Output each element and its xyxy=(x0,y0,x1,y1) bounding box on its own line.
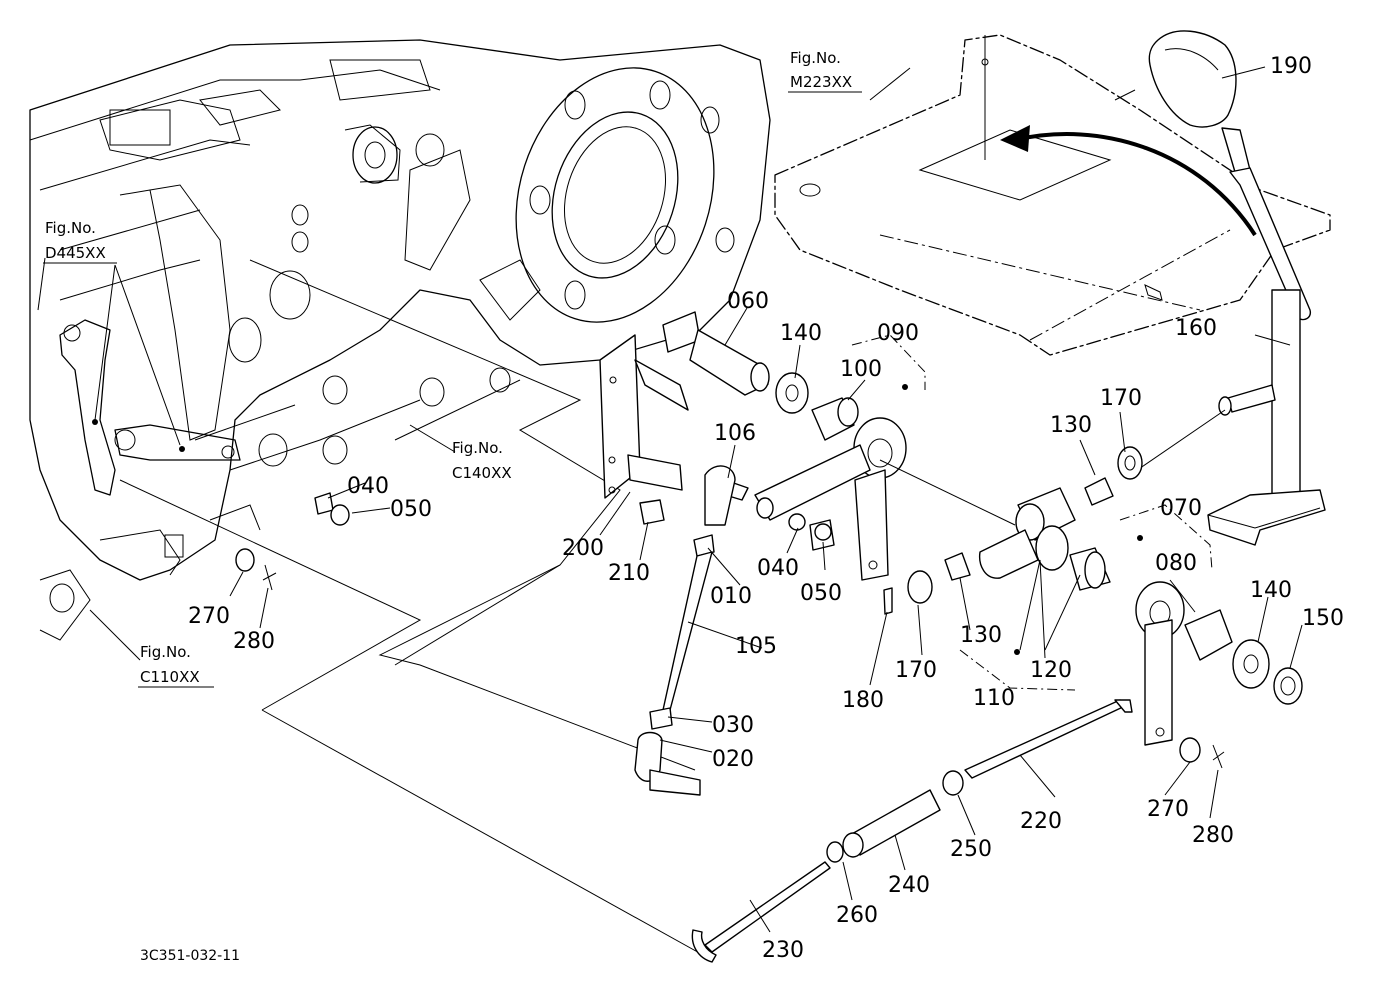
reference-leaders xyxy=(119,259,713,961)
part-label-100: 100 xyxy=(840,357,882,382)
part-label-260: 260 xyxy=(836,903,878,928)
part-label-220: 220 xyxy=(1020,809,1062,834)
part-label-170: 170 xyxy=(895,658,937,683)
group-brackets xyxy=(851,334,1213,691)
install-arrow xyxy=(1000,125,1257,237)
bracket-200 xyxy=(599,334,689,525)
part-number-labels: 190 160 060 140 090 100 170 130 106 070 … xyxy=(188,54,1344,963)
part-label-170: 170 xyxy=(1100,386,1142,411)
part-label-230: 230 xyxy=(762,938,804,963)
lever-070 xyxy=(1135,581,1303,769)
fig-ref-line2: M223XX xyxy=(790,73,852,91)
transmission-housing xyxy=(29,39,771,641)
part-label-105: 105 xyxy=(735,634,777,659)
leader-lines xyxy=(37,66,1303,933)
part-label-040: 040 xyxy=(347,474,389,499)
part-label-180: 180 xyxy=(842,688,884,713)
figure-ref-d445xx: Fig.No. D445XX xyxy=(43,219,117,264)
part-label-110: 110 xyxy=(973,686,1015,711)
part-label-280: 280 xyxy=(1192,823,1234,848)
figure-ref-m223xx: Fig.No. M223XX xyxy=(788,49,862,93)
operator-deck xyxy=(774,34,1331,356)
shaft-060 xyxy=(662,311,859,441)
part-label-130: 130 xyxy=(1050,413,1092,438)
part-label-280: 280 xyxy=(233,629,275,654)
fig-ref-line1: Fig.No. xyxy=(45,219,96,237)
part-label-270: 270 xyxy=(1147,797,1189,822)
group-dots xyxy=(92,384,1143,655)
part-label-140: 140 xyxy=(1250,578,1292,603)
part-label-070: 070 xyxy=(1160,496,1202,521)
rod-105 xyxy=(634,534,715,796)
part-label-130: 130 xyxy=(960,623,1002,648)
part-label-150: 150 xyxy=(1302,606,1344,631)
fig-ref-line2: C140XX xyxy=(452,464,512,482)
fig-ref-line2: D445XX xyxy=(45,244,106,262)
part-label-106: 106 xyxy=(714,421,756,446)
fig-ref-line1: Fig.No. xyxy=(140,643,191,661)
fig-ref-line1: Fig.No. xyxy=(452,439,503,457)
linkage-rods xyxy=(235,492,1133,963)
shift-lever xyxy=(1148,30,1326,546)
part-label-080: 080 xyxy=(1155,551,1197,576)
part-label-040: 040 xyxy=(757,556,799,581)
part-label-050: 050 xyxy=(390,497,432,522)
lever-090 xyxy=(704,417,907,581)
fig-ref-line1: Fig.No. xyxy=(790,49,841,67)
part-label-010: 010 xyxy=(710,584,752,609)
part-label-060: 060 xyxy=(727,289,769,314)
part-label-030: 030 xyxy=(712,713,754,738)
part-label-020: 020 xyxy=(712,747,754,772)
part-label-090: 090 xyxy=(877,321,919,346)
fig-ref-line2: C110XX xyxy=(140,668,200,686)
part-label-250: 250 xyxy=(950,837,992,862)
part-label-240: 240 xyxy=(888,873,930,898)
part-label-120: 120 xyxy=(1030,658,1072,683)
figure-ref-c140xx: Fig.No. C140XX xyxy=(452,439,512,482)
figure-ref-c110xx: Fig.No. C110XX xyxy=(138,643,214,688)
part-label-140: 140 xyxy=(780,321,822,346)
part-label-050: 050 xyxy=(800,581,842,606)
part-label-210: 210 xyxy=(608,561,650,586)
shaft-assembly-110 xyxy=(879,409,1226,615)
part-label-270: 270 xyxy=(188,604,230,629)
part-label-160: 160 xyxy=(1175,316,1217,341)
part-label-200: 200 xyxy=(562,536,604,561)
drawing-code: 3C351-032-11 xyxy=(140,948,240,964)
part-label-190: 190 xyxy=(1270,54,1312,79)
